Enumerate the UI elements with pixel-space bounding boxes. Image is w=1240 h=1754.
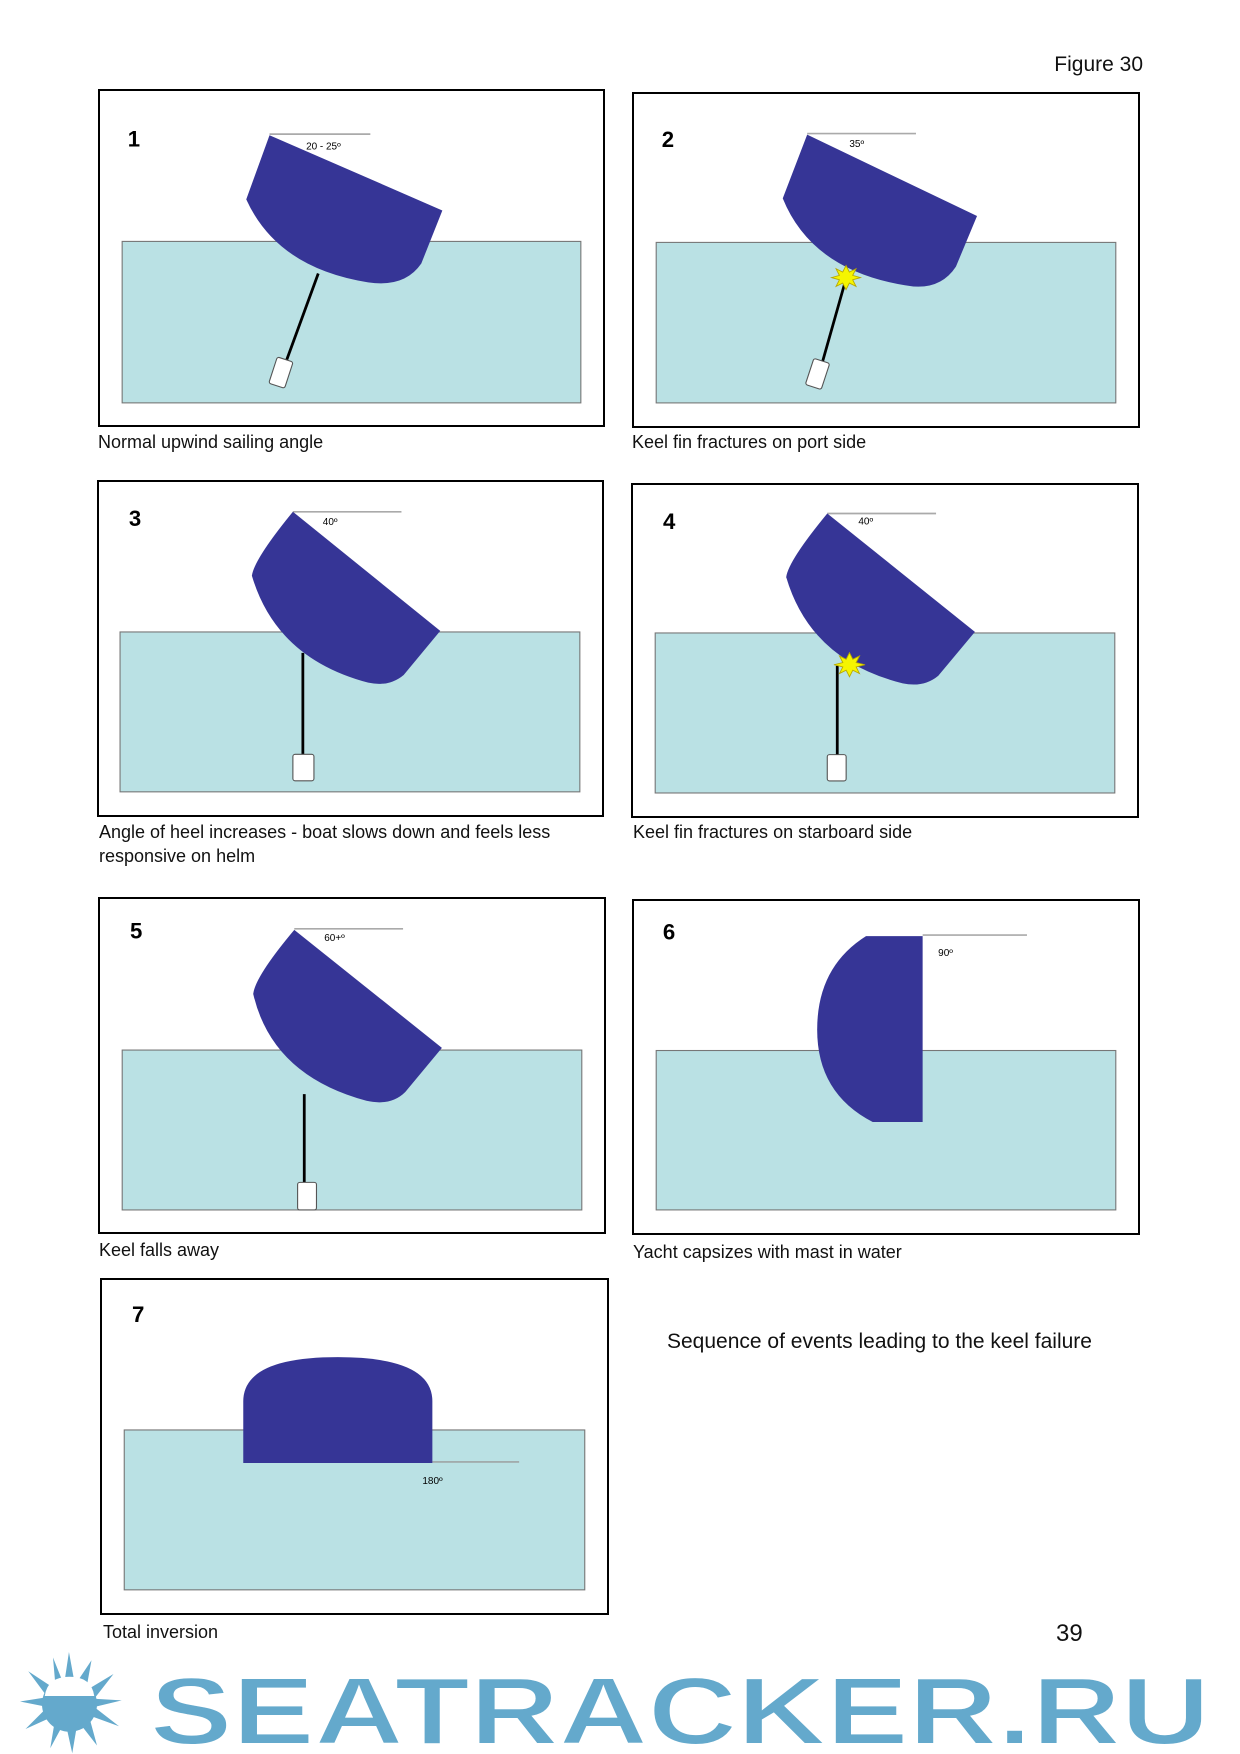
sunburst-icon [20,1652,122,1754]
panel-5: 5 60+º [98,897,606,1234]
panel-number: 4 [663,509,676,534]
panel-6: 6 90º [632,899,1140,1235]
panel-4: 4 40º [631,483,1139,818]
panel-number: 1 [128,126,140,151]
panel-caption: Total inversion [103,1622,219,1642]
panel-caption: Keel fin fractures on starboard side [633,822,913,842]
panel-number: 7 [132,1302,144,1327]
panel-number: 3 [129,506,141,531]
angle-label: 180º [422,1476,443,1487]
angle-label: 40º [858,517,873,528]
page-number: 39 [1056,1620,1083,1647]
fracture-icon [829,264,863,291]
angle-label: 40º [323,517,338,528]
watermark-text: SEATRACKER.RU [150,1658,1210,1754]
panel-caption: Keel fin fractures on port side [632,432,867,452]
fracture-icon [833,651,866,678]
panel-number: 2 [662,127,674,152]
panel-1: 1 20 - 25º [98,89,605,427]
panel-7: 7 180º [100,1278,609,1615]
panel-2: 2 35º [632,92,1140,428]
panel-caption: Normal upwind sailing angle [98,432,324,452]
panel-caption: Yacht capsizes with mast in water [633,1242,902,1262]
panel-caption: Angle of heel increases - boat slows dow… [99,822,551,866]
panel-number: 5 [130,919,142,944]
panel-number: 6 [663,920,675,945]
figure-title: Figure 30 [1054,53,1143,76]
angle-label: 90º [938,948,953,959]
angle-label: 35º [849,139,864,150]
sequence-caption: Sequence of events leading to the keel f… [667,1330,1092,1353]
watermark-logo: SEATRACKER.RU [20,1652,1211,1754]
angle-label: 20 - 25º [306,142,341,153]
panel-caption: Keel falls away [99,1240,220,1260]
panel-3: 3 40º [97,480,604,817]
angle-label: 60+º [324,933,345,944]
